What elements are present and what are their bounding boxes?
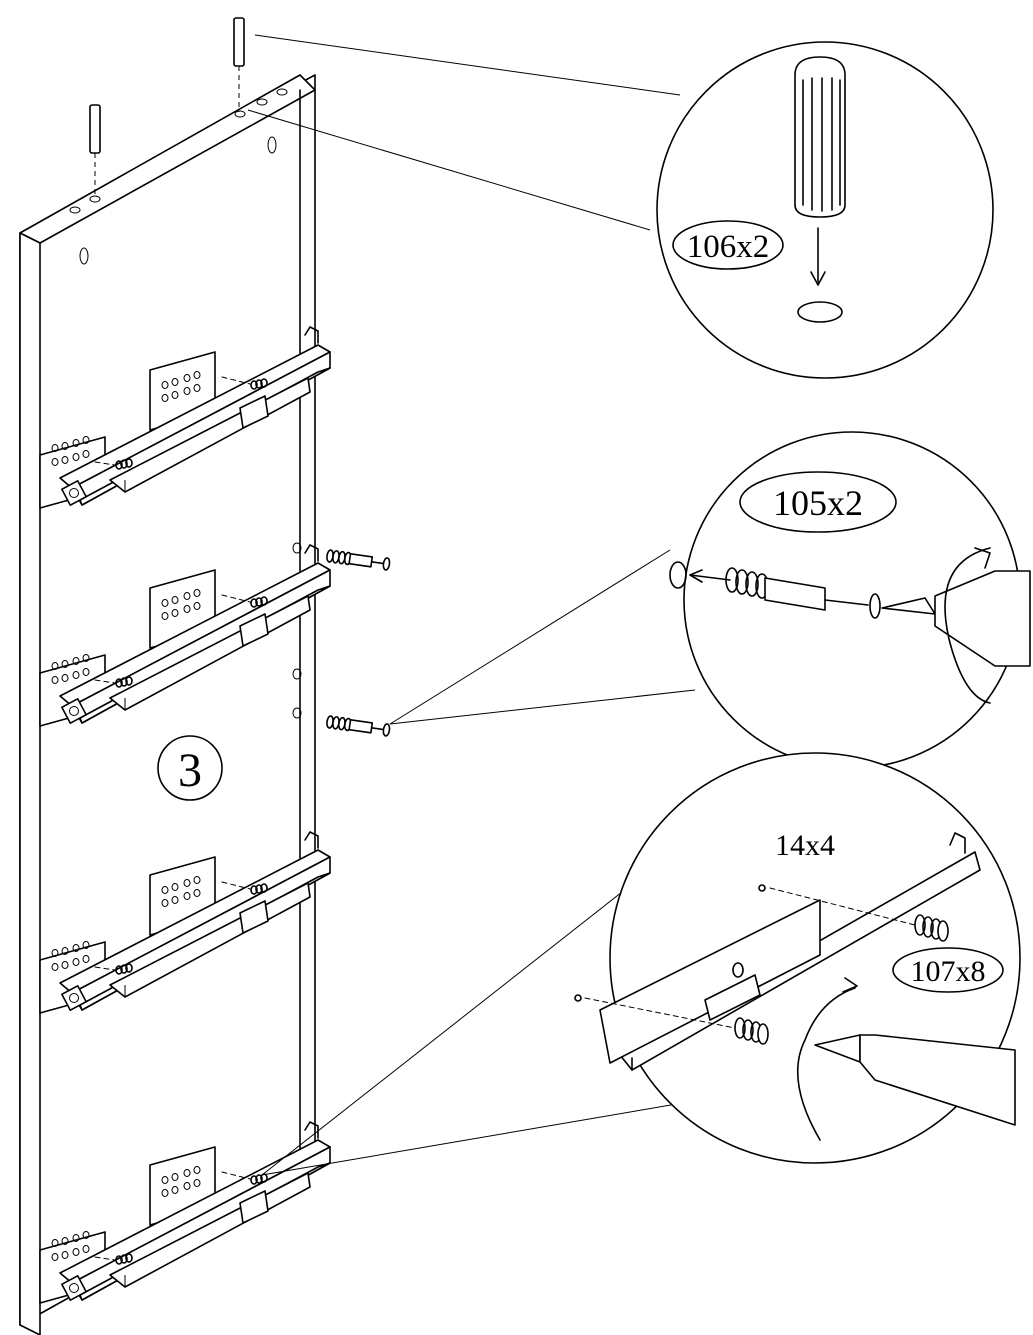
callout-runner-screw-label: 107x8 xyxy=(911,955,986,988)
panel-number-badge: 3 xyxy=(157,735,223,801)
callout-cambolt: 105x2 xyxy=(389,431,1031,769)
callout-runner: 14x4 107x8 xyxy=(261,752,1021,1176)
dowel-106 xyxy=(89,17,245,198)
callout-dowel: 106x2 xyxy=(247,34,994,379)
callout-runner-rail-label: 14x4 xyxy=(775,829,835,862)
callout-dowel-label: 106x2 xyxy=(687,229,770,265)
panel-number: 3 xyxy=(178,744,202,797)
cam-bolt-upper xyxy=(325,548,392,572)
cam-bolt-lower xyxy=(325,714,392,738)
callout-cambolt-label: 105x2 xyxy=(773,483,863,523)
